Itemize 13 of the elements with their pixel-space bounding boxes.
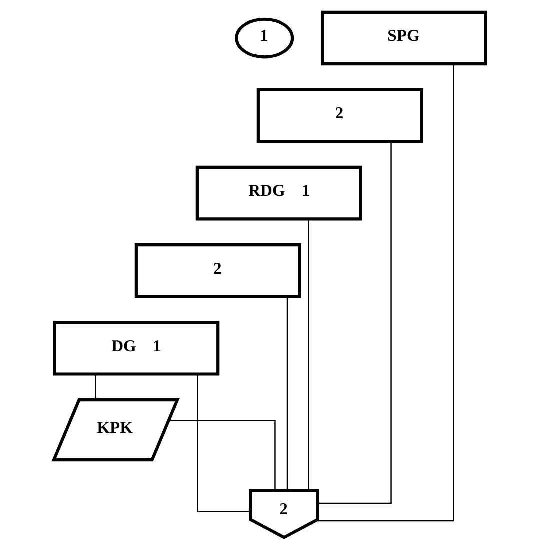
connector xyxy=(308,219,309,490)
connector xyxy=(315,64,454,522)
node-box: DG 1 xyxy=(52,321,220,376)
node-box: RDG 1 xyxy=(195,166,362,221)
connector xyxy=(196,374,250,512)
node-box: 2 xyxy=(256,88,423,144)
connector xyxy=(318,142,392,504)
connector xyxy=(94,374,96,400)
node-box: 2 xyxy=(134,243,301,298)
node-box: SPG xyxy=(320,10,487,66)
node-ellipse: 1 xyxy=(234,18,294,59)
connector xyxy=(286,297,288,491)
connector xyxy=(168,420,276,491)
